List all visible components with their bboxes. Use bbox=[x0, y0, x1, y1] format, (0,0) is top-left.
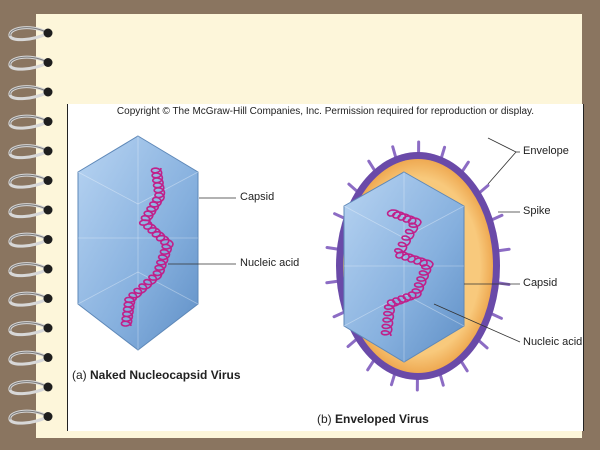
spikes bbox=[325, 140, 511, 392]
virus-diagram bbox=[77, 135, 521, 392]
label-capsid-b: Capsid bbox=[523, 277, 558, 289]
copyright-notice: Copyright © The McGraw-Hill Companies, I… bbox=[116, 106, 535, 117]
caption-b-title: Enveloped Virus bbox=[335, 412, 429, 426]
enveloped-virus bbox=[325, 137, 521, 392]
caption-b: (b) Enveloped Virus bbox=[317, 412, 429, 426]
envelope-bracket bbox=[487, 137, 517, 185]
naked-virus bbox=[77, 135, 236, 351]
virus-figure: Copyright © The McGraw-Hill Companies, I… bbox=[67, 104, 584, 431]
nucleic-acid-a bbox=[120, 167, 174, 327]
caption-a-letter: (a) bbox=[72, 368, 87, 382]
spiral-binding-icon bbox=[8, 26, 53, 425]
nucleic-acid-b bbox=[380, 209, 434, 337]
label-envelope: Envelope bbox=[523, 145, 569, 157]
label-nucleic-acid-b: Nucleic acid bbox=[523, 336, 583, 348]
caption-a: (a) Naked Nucleocapsid Virus bbox=[72, 368, 241, 382]
caption-a-title: Naked Nucleocapsid Virus bbox=[90, 368, 241, 382]
label-capsid-a: Capsid bbox=[240, 191, 275, 203]
caption-b-letter: (b) bbox=[317, 412, 332, 426]
label-spike: Spike bbox=[523, 205, 551, 217]
capsid-a bbox=[77, 135, 199, 351]
capsid-b bbox=[343, 171, 465, 363]
label-nucleic-acid-a: Nucleic acid bbox=[240, 257, 300, 269]
nucleic-acid-b-leader bbox=[433, 303, 521, 343]
